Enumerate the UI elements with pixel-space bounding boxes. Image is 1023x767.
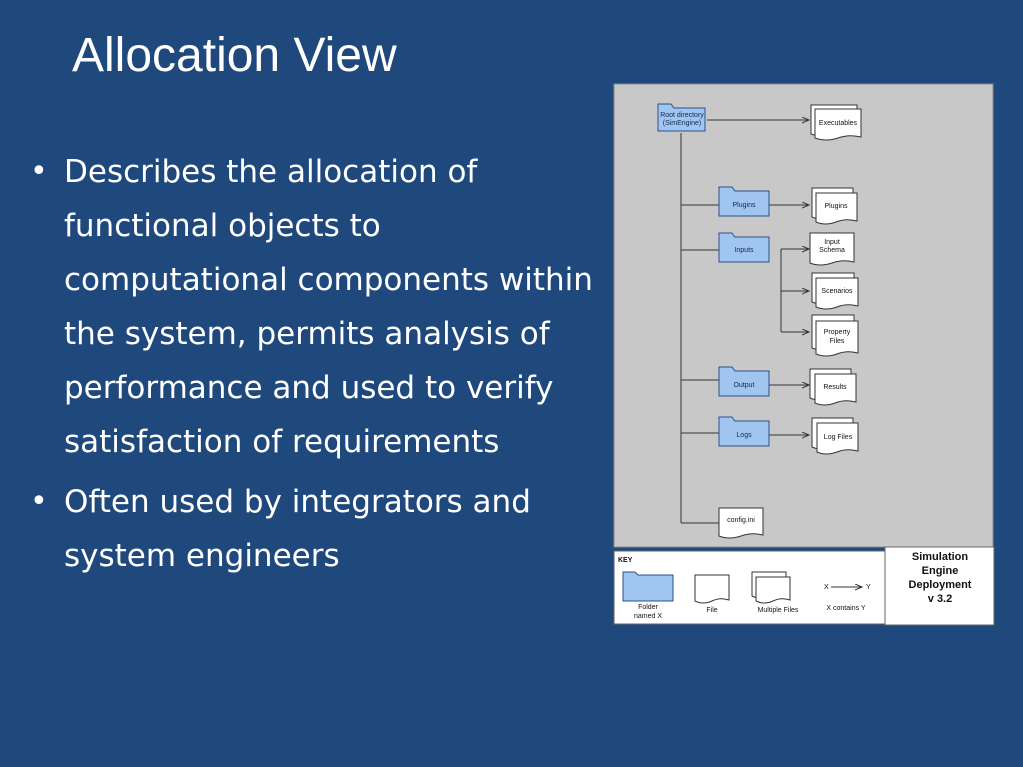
bullet-text: Often used by integrators and system eng… — [64, 484, 531, 574]
file-config-label: config.ini — [727, 517, 755, 524]
bullet-icon: • — [30, 484, 48, 519]
files-plugins-label: Plugins — [825, 203, 848, 210]
key-heading: KEY — [618, 557, 633, 564]
key-arrow-to: Y — [866, 584, 871, 591]
tree-connectors — [680, 120, 809, 524]
caption-box — [884, 546, 995, 626]
slide-title: Allocation View — [72, 29, 397, 82]
files-plugins: Plugins — [811, 187, 858, 225]
folder-output-label: Output — [733, 382, 754, 389]
root-folder-label-line1: Root directory — [660, 112, 704, 119]
diagram-panel — [613, 83, 994, 548]
file-input-schema: Input Schema — [809, 232, 855, 266]
files-results: Results — [809, 368, 857, 406]
files-results-label: Results — [823, 384, 847, 391]
deployment-diagram: Root directory (SimEngine) Plugins Input… — [613, 83, 995, 626]
folder-logs: Logs — [718, 416, 770, 447]
files-scenarios: Scenarios — [811, 272, 859, 310]
files-executables: Executables — [810, 104, 862, 141]
folder-plugins-label: Plugins — [733, 202, 756, 209]
bullet-icon: • — [30, 154, 48, 189]
key-contains-label: X contains Y — [826, 605, 866, 612]
key-file-label: File — [706, 607, 717, 614]
root-folder-label-line2: (SimEngine) — [663, 120, 702, 127]
key-folder-label-line1: Folder — [638, 604, 659, 611]
key-multiple-files-icon — [751, 571, 791, 604]
files-property-label-line2: Files — [830, 338, 845, 345]
folder-inputs-label: Inputs — [734, 247, 754, 254]
root-folder: Root directory (SimEngine) — [657, 103, 706, 132]
key-multiple-files-label: Multiple Files — [758, 607, 799, 614]
caption-line2: Engine — [922, 565, 959, 577]
files-executables-label: Executables — [819, 120, 858, 127]
file-config: config.ini — [718, 507, 764, 539]
file-input-schema-label-line2: Schema — [819, 247, 845, 254]
files-property: Property Files — [811, 314, 859, 357]
files-logs: Log Files — [811, 417, 859, 455]
files-logs-label: Log Files — [824, 434, 853, 441]
folder-inputs: Inputs — [718, 232, 770, 263]
key-arrow-from: X — [824, 584, 829, 591]
file-input-schema-label-line1: Input — [824, 239, 840, 246]
bullet-list: • Describes the allocation of functional… — [26, 145, 596, 589]
folder-output: Output — [718, 366, 770, 397]
bullet-text: Describes the allocation of functional o… — [64, 154, 593, 460]
folder-plugins: Plugins — [718, 186, 770, 217]
files-scenarios-label: Scenarios — [821, 288, 853, 295]
caption-line4: v 3.2 — [928, 593, 952, 605]
key-folder-icon — [622, 571, 674, 602]
bullet-item: • Often used by integrators and system e… — [26, 475, 596, 583]
key-file-icon — [694, 574, 730, 604]
key-folder-label-line2: named X — [634, 613, 662, 620]
files-property-label-line1: Property — [824, 329, 851, 336]
bullet-item: • Describes the allocation of functional… — [26, 145, 596, 469]
caption-line1: Simulation — [912, 551, 969, 563]
folder-logs-label: Logs — [736, 432, 752, 439]
caption-line3: Deployment — [909, 579, 972, 591]
